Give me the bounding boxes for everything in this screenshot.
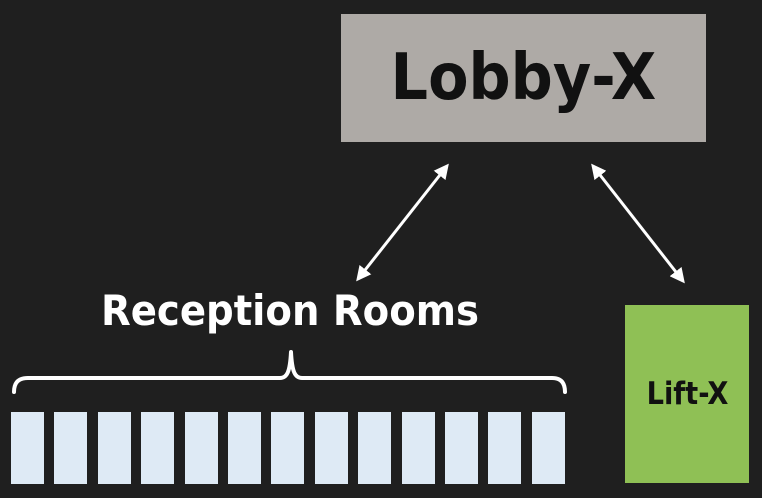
lobby-x-box: Lobby-X: [341, 14, 706, 142]
lobby-lift-arrow: [591, 163, 685, 284]
reception-rooms-row: [11, 412, 571, 484]
lobby-rooms-arrow: [356, 163, 449, 282]
reception-room-1: [11, 412, 44, 484]
lift-x-box: Lift-X: [625, 305, 749, 483]
reception-rooms-title: Reception Rooms: [100, 286, 480, 335]
reception-room-3: [98, 412, 131, 484]
reception-room-5: [185, 412, 218, 484]
reception-room-12: [488, 412, 521, 484]
reception-room-11: [445, 412, 478, 484]
reception-room-7: [271, 412, 304, 484]
reception-room-2: [54, 412, 87, 484]
lobby-x-label: Lobby-X: [390, 41, 657, 115]
reception-room-6: [228, 412, 261, 484]
lift-x-label: Lift-X: [646, 376, 728, 412]
reception-room-8: [315, 412, 348, 484]
reception-room-9: [358, 412, 391, 484]
reception-room-10: [402, 412, 435, 484]
rooms-brace: [12, 350, 567, 394]
reception-room-4: [141, 412, 174, 484]
reception-room-13: [532, 412, 565, 484]
